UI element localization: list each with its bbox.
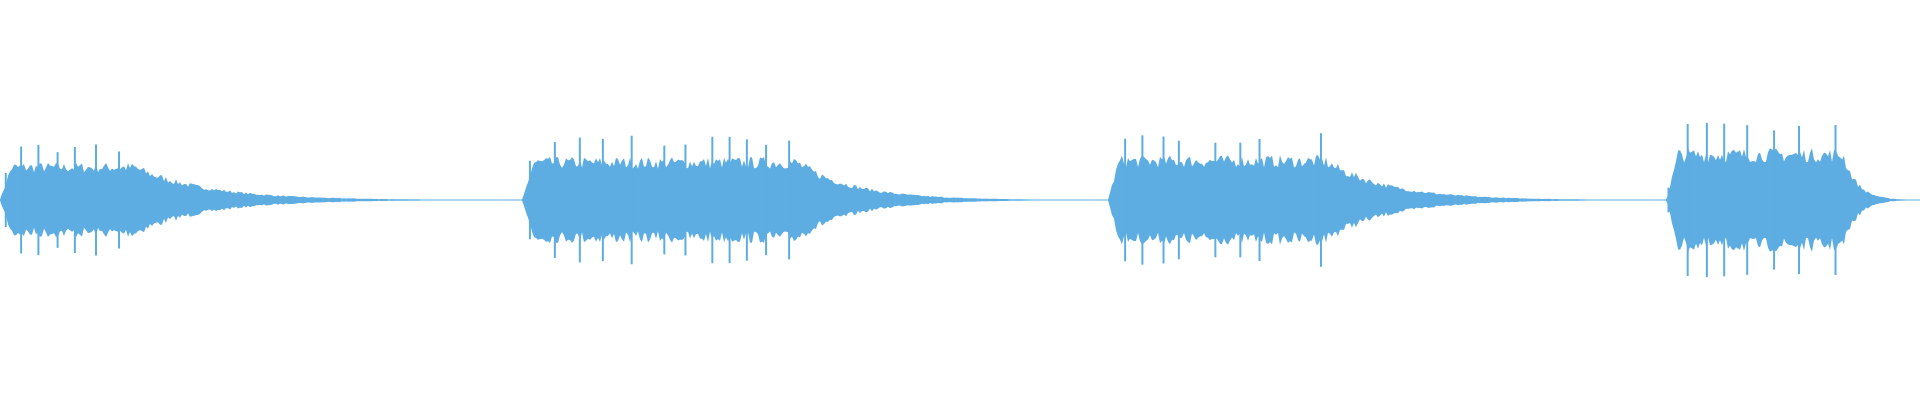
waveform-path bbox=[0, 148, 1920, 252]
waveform-spikes bbox=[4, 122, 1837, 278]
